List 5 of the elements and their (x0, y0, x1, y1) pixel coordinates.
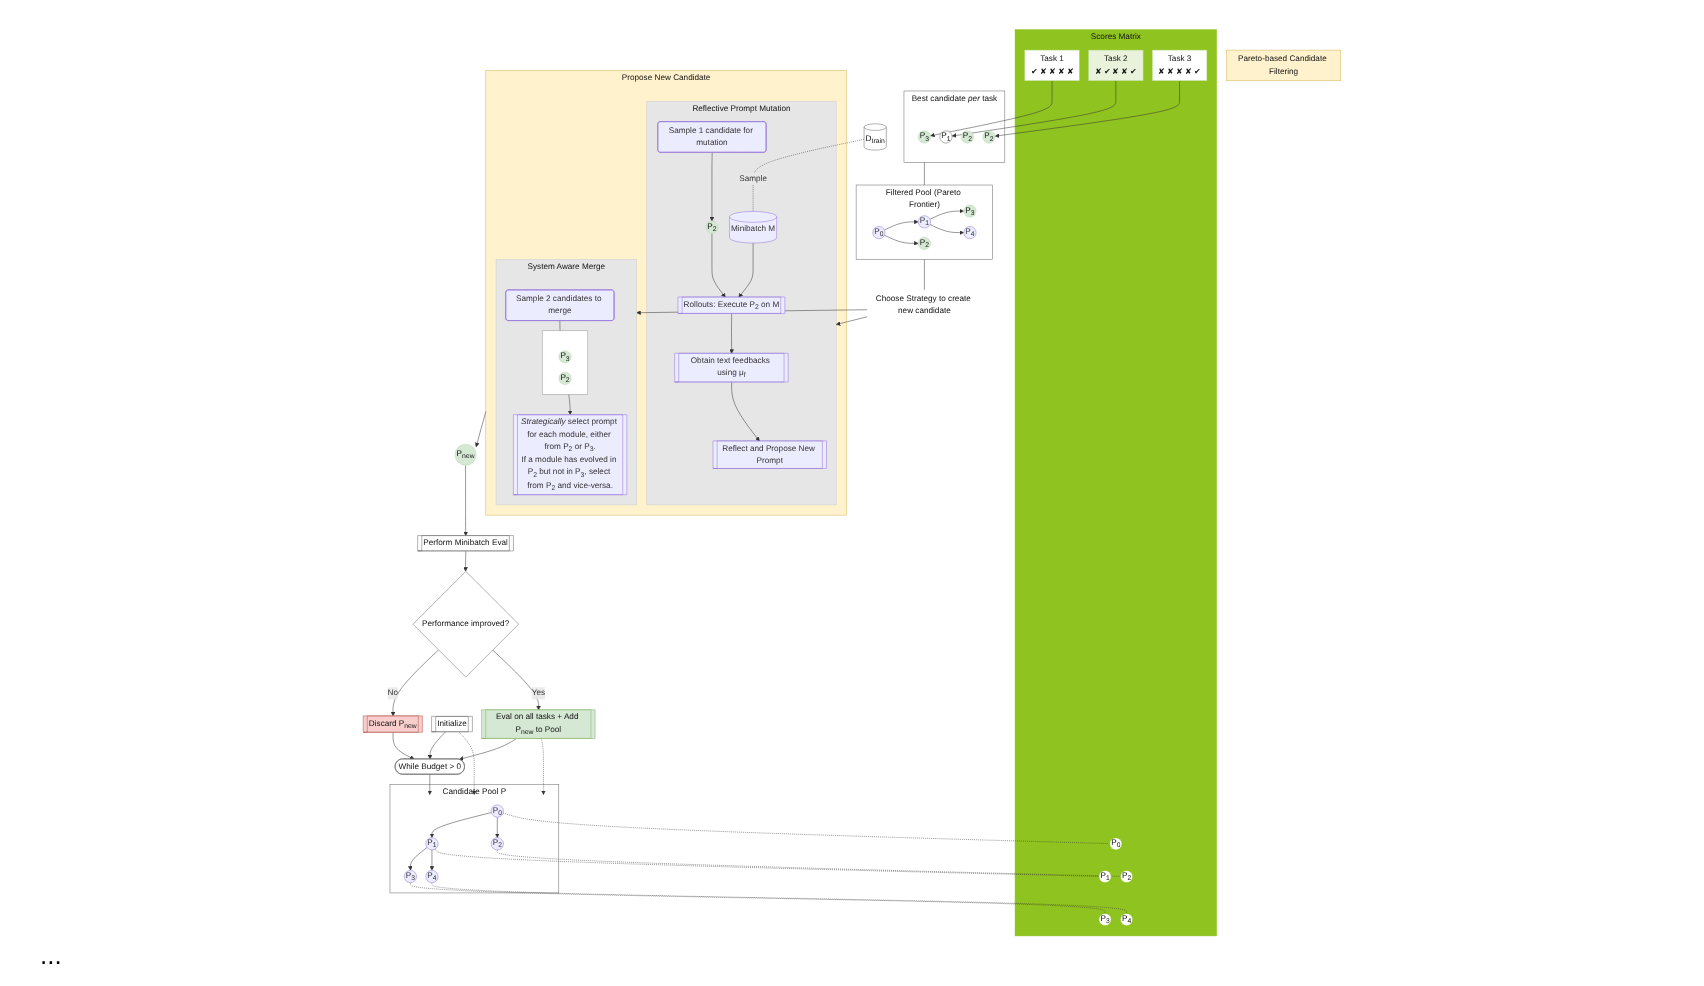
connector (502, 812, 1110, 844)
ellipsis-note: ... (40, 940, 62, 974)
cluster (542, 330, 589, 395)
connector (435, 848, 1100, 877)
connector (497, 849, 1121, 877)
